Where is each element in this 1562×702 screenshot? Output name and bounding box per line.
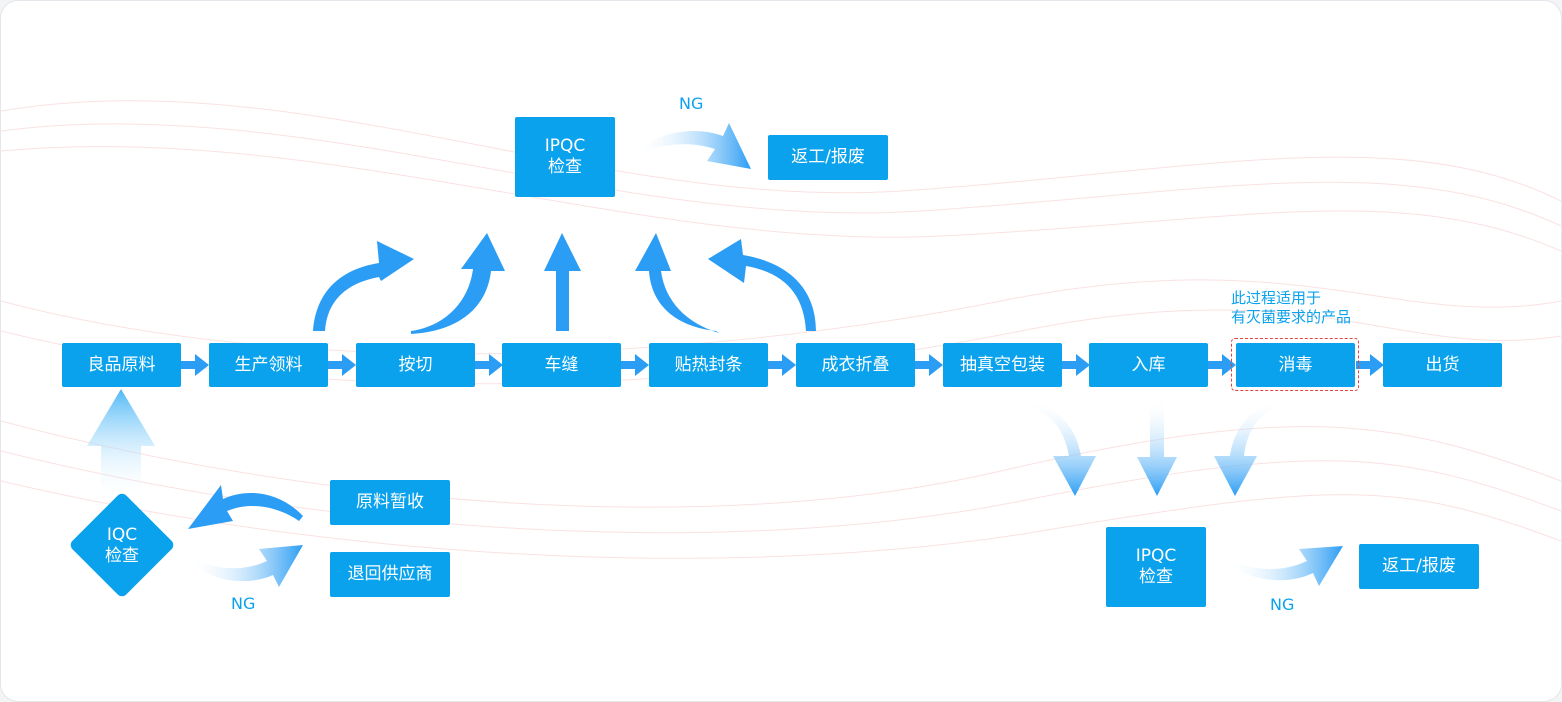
connector-9-10 [1356,354,1384,376]
down-arrow-1 [1001,397,1096,496]
connector-2-3 [328,354,356,376]
up-arrow-4 [635,233,719,333]
connector-8-9 [1208,354,1236,376]
iqc-label: IQC 检查 [72,523,172,569]
iqc-line-1: IQC [106,525,138,545]
process-step-2: 生产领料 [209,343,328,387]
top-ipqc-line-2: 检查 [548,157,582,177]
process-step-9: 消毒 [1236,343,1355,387]
iqc-line-2: 检查 [105,546,139,566]
iqc-ng-label: NG [231,594,256,613]
process-step-1: 良品原料 [62,343,181,387]
bottom-rework-box: 返工/报废 [1359,544,1479,589]
up-arrow-1 [313,241,414,331]
arrows-to-top-ipqc [313,233,816,334]
process-step-4: 车缝 [502,343,621,387]
process-step-3: 按切 [356,343,475,387]
sterilization-highlight [1231,338,1359,391]
up-arrow-2 [411,233,505,334]
up-arrow-3 [544,233,581,331]
connector-4-5 [621,354,649,376]
connector-6-7 [915,354,943,376]
process-step-10: 出货 [1383,343,1502,387]
sterilization-note: 此过程适用于 有灭菌要求的产品 [1231,289,1351,327]
connector-5-6 [768,354,796,376]
arrows-to-bottom-ipqc [1001,397,1307,496]
flow-connectors [181,354,1384,376]
note-line-2: 有灭菌要求的产品 [1231,308,1352,326]
up-arrow-5 [708,239,816,331]
process-step-5: 贴热封条 [649,343,768,387]
top-ipqc-box: IPQC 检查 [515,117,615,197]
iqc-reject-box: 退回供应商 [330,552,450,597]
bottom-ng-label: NG [1270,595,1295,614]
down-arrow-2 [1137,397,1177,496]
iqc-up-arrow [87,389,155,501]
iqc-reject-arrow [187,545,303,587]
top-ng-arrow [635,123,751,169]
connector-7-8 [1062,354,1090,376]
connector-1-2 [181,354,209,376]
connector-3-4 [475,354,503,376]
top-ipqc-line-1: IPQC [544,136,586,156]
bottom-ng-arrow [1226,546,1343,586]
process-step-6: 成衣折叠 [796,343,915,387]
iqc-accept-arrow [188,485,303,529]
process-step-7: 抽真空包装 [943,343,1062,387]
bottom-ipqc-line-2: 检查 [1139,567,1173,587]
note-line-1: 此过程适用于 [1231,289,1322,307]
top-ng-label: NG [679,94,704,113]
down-arrow-3 [1214,397,1307,496]
process-step-8: 入库 [1089,343,1208,387]
bottom-ipqc-box: IPQC 检查 [1106,527,1206,607]
top-rework-box: 返工/报废 [768,135,888,180]
iqc-accept-box: 原料暂收 [330,480,450,525]
bottom-ipqc-line-1: IPQC [1135,546,1177,566]
